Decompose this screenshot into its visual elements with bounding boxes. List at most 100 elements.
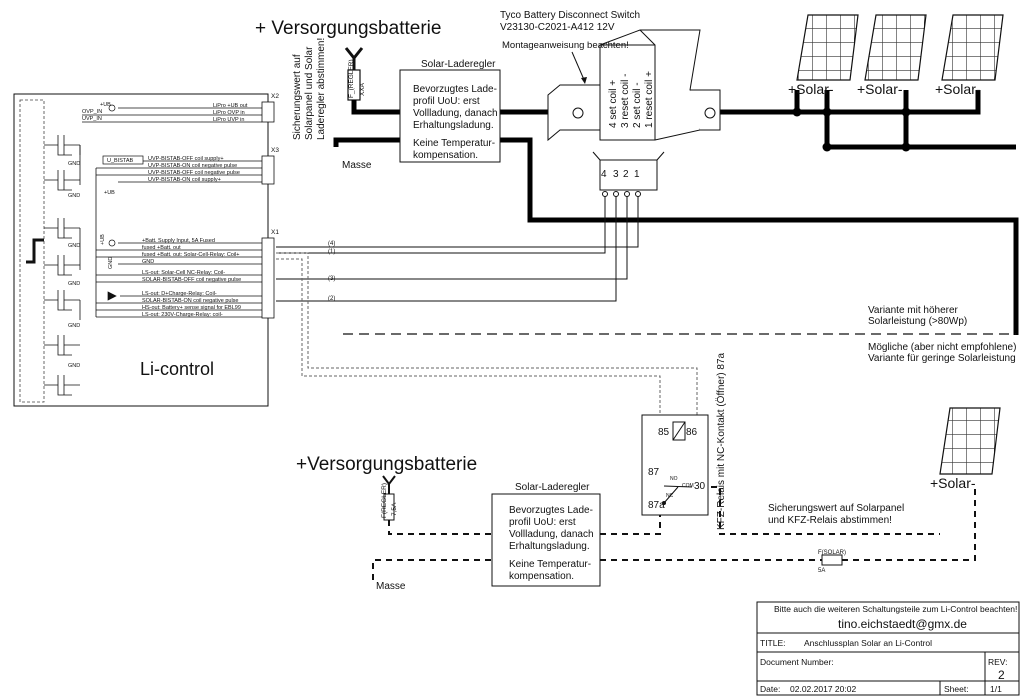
bottom-controller-title: Solar-Laderegler: [515, 482, 590, 493]
svg-text:3 reset coil -: 3 reset coil -: [620, 74, 631, 128]
variant-high-note: Variante mit höherer Solarleistung (>80W…: [868, 305, 967, 327]
variant-low-note: Mögliche (aber nicht empfohlene) Variant…: [868, 342, 1016, 364]
svg-text:LS-out: D+Charge-Relay: Coil-: LS-out: D+Charge-Relay: Coil-: [142, 291, 217, 297]
svg-text:Tyco Battery Disconnect Switch: Tyco Battery Disconnect Switch: [500, 10, 640, 21]
control-wiring: [276, 196, 639, 302]
switch-connector-pins: 4 3 2 1: [601, 169, 640, 180]
svg-text:UVP_IN: UVP_IN: [82, 116, 102, 122]
bottom-panel-label: +Solar-: [930, 475, 976, 491]
svg-text:Erhaltungsladung.: Erhaltungsladung.: [509, 541, 590, 552]
svg-text:SOLAR-BISTAB-ON coil negative: SOLAR-BISTAB-ON coil negative pulse: [142, 298, 239, 304]
svg-text:Solarleistung (>80Wp): Solarleistung (>80Wp): [868, 316, 967, 327]
date-key: Date:: [760, 684, 780, 694]
svg-text:1 reset coil +: 1 reset coil +: [644, 71, 655, 128]
svg-text:SOLAR-BISTAB-OFF coil negative: SOLAR-BISTAB-OFF coil negative pulse: [142, 277, 241, 283]
mount-note-arrow-head: [581, 77, 587, 84]
x3-u-bistab-label: U_BISTAB: [107, 158, 134, 164]
svg-text:(1): (1): [328, 249, 335, 255]
bottom-battery-title: +Versorgungsbatterie: [296, 454, 477, 475]
svg-text:kompensation.: kompensation.: [413, 150, 478, 161]
sheet-key: Sheet:: [944, 684, 969, 694]
x1-header: X1: [271, 229, 279, 236]
svg-text:3: 3: [613, 169, 619, 180]
bottom-battery-terminal-symbol: [382, 475, 396, 494]
svg-text:85: 85: [658, 427, 670, 438]
bottom-fuse-value: 7,5A: [391, 502, 398, 516]
x3-header: X3: [271, 147, 279, 154]
svg-text:Variante mit höherer: Variante mit höherer: [868, 305, 959, 316]
svg-text:(4): (4): [328, 241, 335, 247]
top-charge-controller: [399, 69, 501, 163]
svg-text:+Batt. Supply Input, 5A Fused: +Batt. Supply Input, 5A Fused: [142, 238, 215, 244]
svg-text:COM: COM: [682, 483, 694, 489]
relay-caption: KFZ-Relais mit NC-Kontakt (Öffner) 87a: [715, 352, 727, 530]
bottom-charge-controller: [491, 493, 601, 587]
panel-label-1: +Solar-: [788, 81, 834, 97]
svg-text:profil UoU: erst: profil UoU: erst: [509, 517, 576, 528]
svg-text:UVP-BISTAB-OFF coil negative p: UVP-BISTAB-OFF coil negative pulse: [148, 170, 240, 176]
x2-connector: [261, 101, 275, 123]
bottom-masse-label: Masse: [376, 581, 406, 592]
svg-text:Keine Temperatur-: Keine Temperatur-: [413, 138, 495, 149]
x2-lines: [82, 104, 262, 123]
svg-text:Vollladung, danach: Vollladung, danach: [509, 529, 594, 540]
svg-text:2: 2: [623, 169, 629, 180]
solar-panel-3: [941, 14, 1004, 81]
svg-text:und KFZ-Relais abstimmen!: und KFZ-Relais abstimmen!: [768, 515, 892, 526]
svg-text:LiPro +UB out: LiPro +UB out: [213, 103, 248, 109]
x3-lines: [96, 160, 262, 183]
relay-coil-diagonal: [672, 421, 686, 441]
switch-connector-holes: [602, 191, 641, 197]
bottom-controller-text: Bevorzugtes Lade- profil UoU: erst Volll…: [509, 505, 594, 582]
bottom-solar-panel: [939, 407, 1001, 475]
solar-fuse-label: F(SOLAR): [818, 550, 846, 556]
svg-text:UVP-BISTAB-ON coil negative pu: UVP-BISTAB-ON coil negative pulse: [148, 163, 237, 169]
svg-text:GND: GND: [68, 323, 80, 329]
svg-text:profil UoU: erst: profil UoU: erst: [413, 96, 480, 107]
title-key: TITLE:: [760, 638, 786, 648]
top-junction-dots: [792, 107, 911, 152]
solar-panel-2: [864, 14, 927, 81]
svg-text:+UB: +UB: [100, 234, 106, 245]
svg-text:Erhaltungsladung.: Erhaltungsladung.: [413, 120, 494, 131]
x1-side-labels: +UB GND: [100, 234, 114, 269]
li-control-inner-bus: [19, 99, 45, 403]
rev-key: REV:: [988, 657, 1008, 667]
dashed-relay-wiring: [276, 252, 698, 431]
switch-mount-note: Montageanweisung beachten!: [502, 40, 629, 51]
solar-fuse: [821, 554, 843, 566]
svg-text:87a: 87a: [648, 500, 665, 511]
top-fuse-note: Sicherungswert auf Solarpanel und Solar …: [292, 38, 327, 140]
top-battery-title: + Versorgungsbatterie: [255, 18, 441, 39]
svg-text:Bevorzugtes Lade-: Bevorzugtes Lade-: [509, 505, 593, 516]
date-value: 02.02.2017 20:02: [790, 684, 856, 694]
svg-text:4: 4: [601, 169, 607, 180]
panel-label-2: +Solar-: [857, 81, 903, 97]
x3-u-bistab-box: [102, 155, 144, 165]
svg-text:Variante für geringe Solarleis: Variante für geringe Solarleistung: [868, 353, 1016, 364]
svg-text:Mögliche (aber nicht empfohlen: Mögliche (aber nicht empfohlene): [868, 342, 1016, 353]
mosfet-array: [44, 135, 97, 396]
docnum-key: Document Number:: [760, 657, 834, 667]
svg-text:2 set coil -: 2 set coil -: [632, 82, 643, 128]
bottom-fuse-label: F(REGLER): [381, 483, 388, 518]
svg-text:86: 86: [686, 427, 698, 438]
switch-title: Tyco Battery Disconnect Switch V23130-C2…: [500, 10, 640, 33]
top-heavy-wiring: [333, 90, 1019, 335]
rev-value: 2: [998, 668, 1005, 682]
title-block-frame: [756, 601, 1020, 696]
svg-text:UVP-BISTAB-OFF coil supply+: UVP-BISTAB-OFF coil supply+: [148, 156, 224, 162]
top-controller-title: Solar-Laderegler: [421, 59, 496, 70]
top-fuse-label: F_(REGLER): [348, 59, 355, 98]
svg-text:GND: GND: [68, 363, 80, 369]
svg-text:(3): (3): [328, 276, 335, 282]
svg-text:+UB: +UB: [104, 190, 115, 196]
x3-connector: [261, 155, 275, 185]
bottom-dashed-power-wiring: [372, 484, 976, 580]
mosfet-gnd-labels: GND GND GND GND GND GND +UB: [68, 161, 115, 369]
svg-text:Sicherungswert auf Solarpanel: Sicherungswert auf Solarpanel: [768, 503, 904, 514]
svg-text:Sicherungswert auf: Sicherungswert auf: [292, 54, 303, 140]
svg-text:NO: NO: [670, 476, 678, 482]
svg-text:LiPro OVP in: LiPro OVP in: [213, 110, 245, 116]
